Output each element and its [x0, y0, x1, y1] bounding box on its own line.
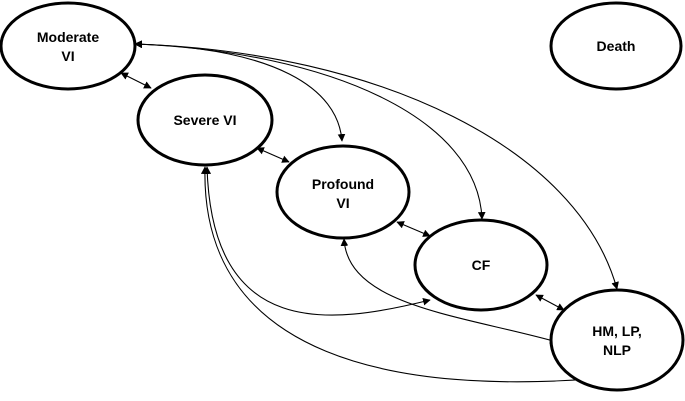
state-label: Profound [312, 176, 374, 192]
state-cf: CF [413, 218, 549, 312]
state-label: Moderate [37, 29, 99, 45]
state-label: NLP [603, 342, 631, 358]
state-severe-vi: Severe VI [136, 73, 274, 167]
state-label: Death [597, 38, 636, 54]
state-hm-lp-nlp: HM, LP, NLP [549, 288, 685, 392]
state-label: CF [472, 257, 491, 273]
edge-cf-hm [535, 294, 565, 311]
transition-edges [120, 40, 619, 383]
edge-profound-hm [340, 238, 558, 344]
state-label: VI [336, 195, 349, 211]
edge-severe-profound [256, 147, 290, 163]
edge-severe-hm [200, 166, 604, 383]
state-label: HM, LP, [592, 323, 642, 339]
state-label: Severe VI [173, 112, 236, 128]
state-death: Death [549, 1, 683, 91]
state-label: VI [61, 48, 74, 64]
edge-profound-cf [396, 221, 431, 237]
state-moderate-vi: Moderate VI [0, 1, 137, 91]
state-profound-vi: Profound VI [275, 144, 411, 240]
edge-moderate-severe [120, 72, 152, 89]
